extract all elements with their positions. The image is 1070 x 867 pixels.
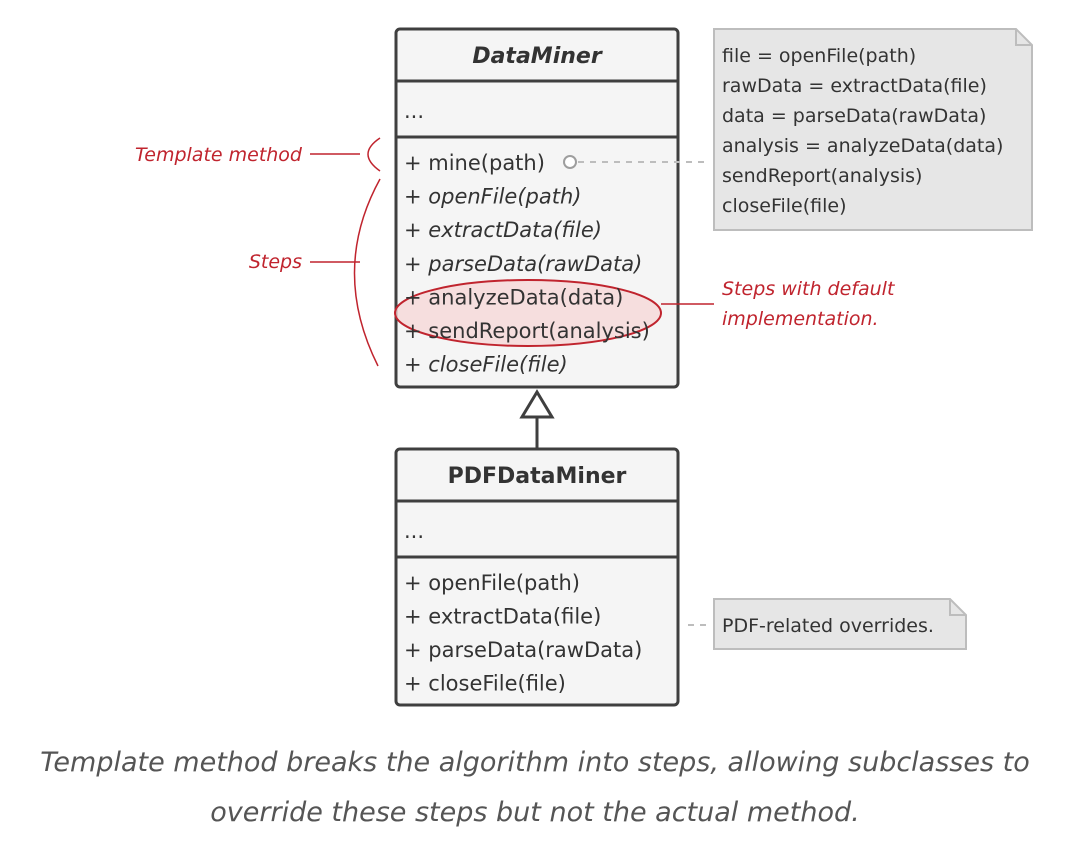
default-steps-annotation: Steps with default implementation. xyxy=(661,278,896,330)
dataminer-method-1: + mine(path) xyxy=(404,151,545,175)
template-method-annotation: Template method xyxy=(135,137,381,172)
dataminer-method-2: + openFile(path) xyxy=(404,185,581,209)
dataminer-method-4: + parseData(rawData) xyxy=(404,252,642,276)
pdfdataminer-box xyxy=(394,447,680,707)
template-method-bracket xyxy=(367,137,381,172)
inheritance-arrow xyxy=(519,389,555,449)
mine-connector-dot xyxy=(563,155,577,169)
uml-diagram: DataMiner ... + mine(path) + openFile(pat… xyxy=(135,27,1033,707)
steps-label: Steps xyxy=(249,251,302,273)
pdf-note-fold xyxy=(949,599,966,616)
steps-bracket xyxy=(353,178,381,367)
dataminer-method-3: + extractData(file) xyxy=(404,218,602,242)
dataminer-name: DataMiner xyxy=(472,44,602,69)
default-steps-label-2: implementation. xyxy=(722,308,879,330)
mine-note-lines: file = openFile(path) rawData = extractDa… xyxy=(722,45,1003,217)
dataminer-fields: ... xyxy=(404,99,424,123)
mine-note-line-3: data = parseData(rawData) xyxy=(722,105,986,127)
pdfdataminer-method-2: + extractData(file) xyxy=(404,605,601,629)
pdfdataminer-name: PDFDataMiner xyxy=(448,464,627,489)
pdfdataminer-fields: ... xyxy=(404,519,424,543)
mine-note-line-1: file = openFile(path) xyxy=(722,45,916,67)
dataminer-methods: + mine(path) + openFile(path) + extractDat… xyxy=(404,151,650,377)
mine-note-line-2: rawData = extractData(file) xyxy=(722,75,987,97)
pdf-note-box xyxy=(713,598,967,650)
pdfdataminer-methods: + openFile(path) + extractData(file) + par… xyxy=(404,571,642,696)
dataminer-class: DataMiner ... + mine(path) + openFile(pat… xyxy=(394,27,680,389)
dataminer-method-5: + analyzeData(data) xyxy=(404,285,623,309)
mine-note-box xyxy=(713,28,1033,231)
default-steps-highlight xyxy=(394,279,662,347)
caption-line-1: Template method breaks the algorithm int… xyxy=(40,747,1030,778)
caption-line-2: override these steps but not the actual … xyxy=(210,797,860,828)
mine-note-fold xyxy=(1015,29,1032,46)
dataminer-method-7: + closeFile(file) xyxy=(404,353,568,377)
mine-note: file = openFile(path) rawData = extractDa… xyxy=(713,28,1033,231)
pdfdataminer-class: PDFDataMiner ... + openFile(path) + extra… xyxy=(394,447,680,707)
pdfdataminer-method-1: + openFile(path) xyxy=(404,571,580,595)
mine-note-line-5: sendReport(analysis) xyxy=(722,165,922,187)
inheritance-triangle xyxy=(519,389,555,419)
figure-caption: Template method breaks the algorithm int… xyxy=(0,738,1070,838)
pdfdataminer-method-4: + closeFile(file) xyxy=(404,672,566,696)
default-steps-label-1: Steps with default xyxy=(722,278,896,300)
diagram-canvas: DataMiner ... + mine(path) + openFile(pat… xyxy=(135,27,1033,707)
dataminer-method-6: + sendReport(analysis) xyxy=(404,319,650,343)
pdf-note-text: PDF-related overrides. xyxy=(722,615,934,637)
mine-note-line-6: closeFile(file) xyxy=(722,195,847,217)
steps-annotation: Steps xyxy=(249,178,381,367)
mine-note-line-4: analysis = analyzeData(data) xyxy=(722,135,1003,157)
template-method-label: Template method xyxy=(135,144,303,166)
pdfdataminer-method-3: + parseData(rawData) xyxy=(404,638,642,662)
pdf-note: PDF-related overrides. xyxy=(713,598,967,650)
